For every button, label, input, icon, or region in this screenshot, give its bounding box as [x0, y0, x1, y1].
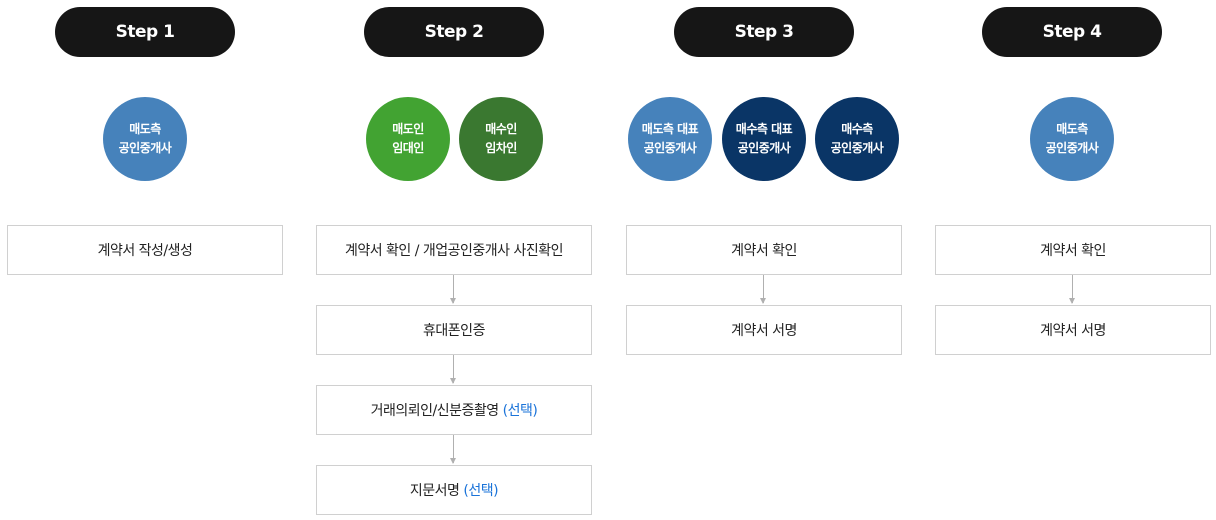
- task-label: 지문서명: [409, 483, 460, 499]
- actor-line2: 공인중개사: [830, 141, 884, 155]
- step-4-badge: Step 4: [982, 7, 1162, 57]
- actor-line2: 공인중개사: [118, 141, 172, 155]
- actor-seller-agent: 매도측 공인중개사: [1030, 97, 1114, 181]
- actor-seller-rep-agent: 매도측 대표 공인중개사: [628, 97, 712, 181]
- optional-tag: (선택): [502, 403, 538, 419]
- task-label: 거래의뢰인/신분증촬영: [370, 403, 500, 419]
- step-1-badge: Step 1: [55, 7, 235, 57]
- task-label: 계약서 작성/생성: [97, 243, 193, 259]
- task-label: 계약서 서명: [731, 323, 797, 339]
- task-label: 계약서 확인: [731, 243, 797, 259]
- actor-line2: 공인중개사: [1045, 141, 1099, 155]
- actor-line1: 매도측: [1056, 122, 1088, 136]
- step-2-badge: Step 2: [364, 7, 544, 57]
- actor-line2: 공인중개사: [737, 141, 791, 155]
- step-4-column: Step 4 매도측 공인중개사 계약서 확인 계약서 서명: [935, 0, 1211, 520]
- actor-line1: 매도측: [129, 122, 161, 136]
- task-check-contract: 계약서 확인: [626, 225, 902, 275]
- actor-buyer-agent: 매수측 공인중개사: [815, 97, 899, 181]
- actor-line2: 공인중개사: [643, 141, 697, 155]
- task-label: 계약서 서명: [1040, 323, 1106, 339]
- task-label: 계약서 확인 / 개업공인중개사 사진확인: [344, 243, 564, 259]
- step-3-column: Step 3 매도측 대표 공인중개사 매수측 대표 공인중개사 매수측 공인중…: [626, 0, 902, 520]
- actor-seller-lessor: 매도인 임대인: [366, 97, 450, 181]
- actor-line1: 매도인: [392, 122, 424, 136]
- actor-buyer-rep-agent: 매수측 대표 공인중개사: [722, 97, 806, 181]
- task-create-contract: 계약서 작성/생성: [7, 225, 283, 275]
- task-sign-contract: 계약서 서명: [626, 305, 902, 355]
- actor-line1: 매수측: [841, 122, 873, 136]
- actor-seller-agent: 매도측 공인중개사: [103, 97, 187, 181]
- task-sign-contract: 계약서 서명: [935, 305, 1211, 355]
- actor-line1: 매수인: [485, 122, 517, 136]
- actor-buyer-lessee: 매수인 임차인: [459, 97, 543, 181]
- actor-line2: 임차인: [485, 141, 517, 155]
- flow-arrow-down: [450, 435, 456, 464]
- optional-tag: (선택): [463, 483, 499, 499]
- task-check-contract-photo: 계약서 확인 / 개업공인중개사 사진확인: [316, 225, 592, 275]
- actor-line1: 매도측 대표: [641, 122, 699, 136]
- task-label: 계약서 확인: [1040, 243, 1106, 259]
- flow-arrow-down: [450, 355, 456, 384]
- actor-line1: 매수측 대표: [735, 122, 793, 136]
- step-2-column: Step 2 매도인 임대인 매수인 임차인 계약서 확인 / 개업공인중개사 …: [316, 0, 592, 520]
- task-label: 휴대폰인증: [423, 323, 485, 339]
- flow-arrow-down: [760, 275, 766, 304]
- actor-line2: 임대인: [392, 141, 424, 155]
- task-check-contract: 계약서 확인: [935, 225, 1211, 275]
- step-1-column: Step 1 매도측 공인중개사 계약서 작성/생성: [7, 0, 283, 520]
- flow-arrow-down: [1069, 275, 1075, 304]
- task-fingerprint-sign: 지문서명 (선택): [316, 465, 592, 515]
- task-phone-verification: 휴대폰인증: [316, 305, 592, 355]
- flow-arrow-down: [450, 275, 456, 304]
- step-3-badge: Step 3: [674, 7, 854, 57]
- task-id-capture: 거래의뢰인/신분증촬영 (선택): [316, 385, 592, 435]
